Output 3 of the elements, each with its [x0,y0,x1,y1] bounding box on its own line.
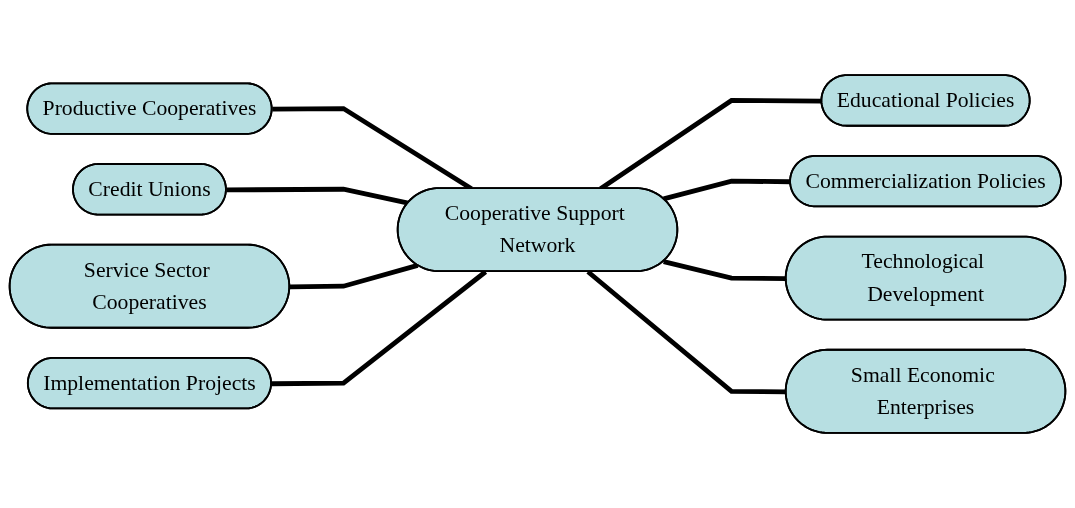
connector [663,178,791,202]
connector [289,263,419,290]
connector [226,186,409,206]
